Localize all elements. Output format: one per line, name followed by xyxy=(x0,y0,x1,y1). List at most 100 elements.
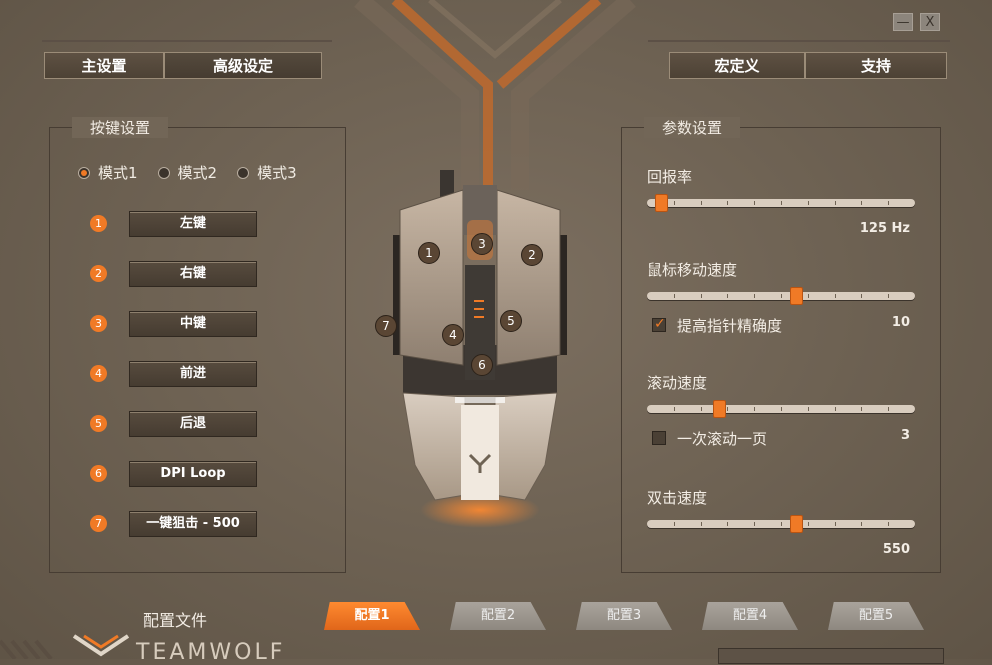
key-row-4: 4 前进 xyxy=(90,361,257,387)
slider-tick xyxy=(754,201,755,205)
slider-tick xyxy=(701,294,702,298)
key-row-2: 2 右键 xyxy=(90,261,257,287)
minimize-button[interactable]: — xyxy=(893,13,913,31)
slider-tick xyxy=(674,201,675,205)
mouse-speed-slider[interactable] xyxy=(647,287,915,305)
slider-tick xyxy=(727,294,728,298)
tab-group-right xyxy=(648,40,950,81)
profile-tab-2[interactable]: 配置2 xyxy=(450,602,546,630)
mode-radio-1[interactable]: 模式1 xyxy=(78,162,138,183)
slider-tick xyxy=(808,294,809,298)
slider-tick xyxy=(888,407,889,411)
mouse-button-marker-4: 4 xyxy=(442,324,464,346)
mouse-speed-label: 鼠标移动速度 xyxy=(647,261,738,279)
key-settings-panel: 按键设置 xyxy=(49,117,346,573)
profile-tab-4[interactable]: 配置4 xyxy=(702,602,798,630)
report-rate-value: 125 Hz xyxy=(859,221,910,236)
mouse-button-marker-5: 5 xyxy=(500,310,522,332)
radio-icon xyxy=(237,166,250,179)
key-assign-button-2[interactable]: 右键 xyxy=(129,261,257,287)
pointer-precision-label: 提高指针精确度 xyxy=(677,317,783,335)
slider-tick xyxy=(861,294,862,298)
tab-main-settings[interactable]: 主设置 xyxy=(44,52,164,79)
key-number-badge: 5 xyxy=(90,415,107,432)
slider-tick xyxy=(835,407,836,411)
key-row-5: 5 后退 xyxy=(90,411,257,437)
key-assign-button-1[interactable]: 左键 xyxy=(129,211,257,237)
key-assign-button-5[interactable]: 后退 xyxy=(129,411,257,437)
key-number-badge: 7 xyxy=(90,515,107,532)
slider-tick xyxy=(861,407,862,411)
key-number-badge: 1 xyxy=(90,215,107,232)
mode-label: 模式1 xyxy=(98,164,138,182)
mode-label: 模式3 xyxy=(257,164,297,182)
profile-label: 配置文件 xyxy=(143,611,208,630)
pointer-precision-checkbox[interactable] xyxy=(652,316,666,332)
mode-radio-3[interactable]: 模式3 xyxy=(237,162,297,183)
key-number-badge: 3 xyxy=(90,315,107,332)
slider-tick xyxy=(781,522,782,526)
key-number-badge: 2 xyxy=(90,265,107,282)
key-settings-title: 按键设置 xyxy=(72,117,169,138)
profile-tab-1[interactable]: 配置1 xyxy=(324,602,420,630)
slider-tick xyxy=(888,201,889,205)
slider-thumb[interactable] xyxy=(790,515,803,533)
slider-tick xyxy=(888,294,889,298)
slider-thumb[interactable] xyxy=(790,287,803,305)
mode-radio-2[interactable]: 模式2 xyxy=(157,162,218,183)
scroll-speed-slider[interactable] xyxy=(647,400,915,418)
slider-tick xyxy=(861,522,862,526)
tab-support[interactable]: 支持 xyxy=(805,52,947,79)
slider-tick xyxy=(835,201,836,205)
slider-tick xyxy=(674,294,675,298)
report-rate-slider[interactable] xyxy=(647,194,915,212)
slider-tick xyxy=(754,294,755,298)
mouse-button-marker-6: 6 xyxy=(471,354,493,376)
slider-tick xyxy=(835,522,836,526)
brand-name: TEAMWOLF xyxy=(136,640,286,665)
mouse-button-marker-2: 2 xyxy=(521,244,543,266)
double-click-label: 双击速度 xyxy=(647,489,708,507)
double-click-value: 550 xyxy=(882,542,910,557)
report-rate-label: 回报率 xyxy=(647,168,693,186)
radio-icon xyxy=(157,166,170,179)
mode-selector: 模式1 模式2 模式3 xyxy=(78,162,297,183)
tab-macro[interactable]: 宏定义 xyxy=(669,52,805,79)
slider-tick xyxy=(754,407,755,411)
profile-tab-5[interactable]: 配置5 xyxy=(828,602,924,630)
slider-tick xyxy=(808,522,809,526)
key-assign-button-7[interactable]: 一键狙击 - 500 xyxy=(129,511,257,537)
close-button[interactable]: X xyxy=(920,13,940,31)
slider-tick xyxy=(701,522,702,526)
slider-thumb[interactable] xyxy=(713,400,726,418)
params-title: 参数设置 xyxy=(644,117,741,138)
slider-tick xyxy=(674,522,675,526)
scroll-page-label: 一次滚动一页 xyxy=(677,430,768,448)
tab-group-left xyxy=(42,40,332,81)
mouse-button-marker-3: 3 xyxy=(471,233,493,255)
key-assign-button-6[interactable]: DPI Loop xyxy=(129,461,257,487)
slider-thumb[interactable] xyxy=(655,194,668,212)
mouse-button-marker-1: 1 xyxy=(418,242,440,264)
mode-label: 模式2 xyxy=(177,164,218,182)
key-row-3: 3 中键 xyxy=(90,311,257,337)
mouse-button-marker-7: 7 xyxy=(375,315,397,337)
slider-tick xyxy=(701,201,702,205)
slider-tick xyxy=(888,522,889,526)
scroll-speed-value: 3 xyxy=(900,428,910,443)
slider-tick xyxy=(781,201,782,205)
key-row-6: 6 DPI Loop xyxy=(90,461,257,487)
mouse-illustration: 1 2 3 4 5 6 7 xyxy=(375,165,585,535)
tab-advanced-settings[interactable]: 高级设定 xyxy=(164,52,322,79)
slider-tick xyxy=(727,522,728,526)
profile-tab-3[interactable]: 配置3 xyxy=(576,602,672,630)
key-row-1: 1 左键 xyxy=(90,211,257,237)
key-assign-button-4[interactable]: 前进 xyxy=(129,361,257,387)
decorative-stripes-icon xyxy=(0,639,53,659)
slider-tick xyxy=(781,407,782,411)
scroll-page-checkbox[interactable] xyxy=(652,431,666,445)
double-click-slider[interactable] xyxy=(647,515,915,533)
mouse-speed-value: 10 xyxy=(891,315,910,330)
key-assign-button-3[interactable]: 中键 xyxy=(129,311,257,337)
slider-tick xyxy=(808,407,809,411)
